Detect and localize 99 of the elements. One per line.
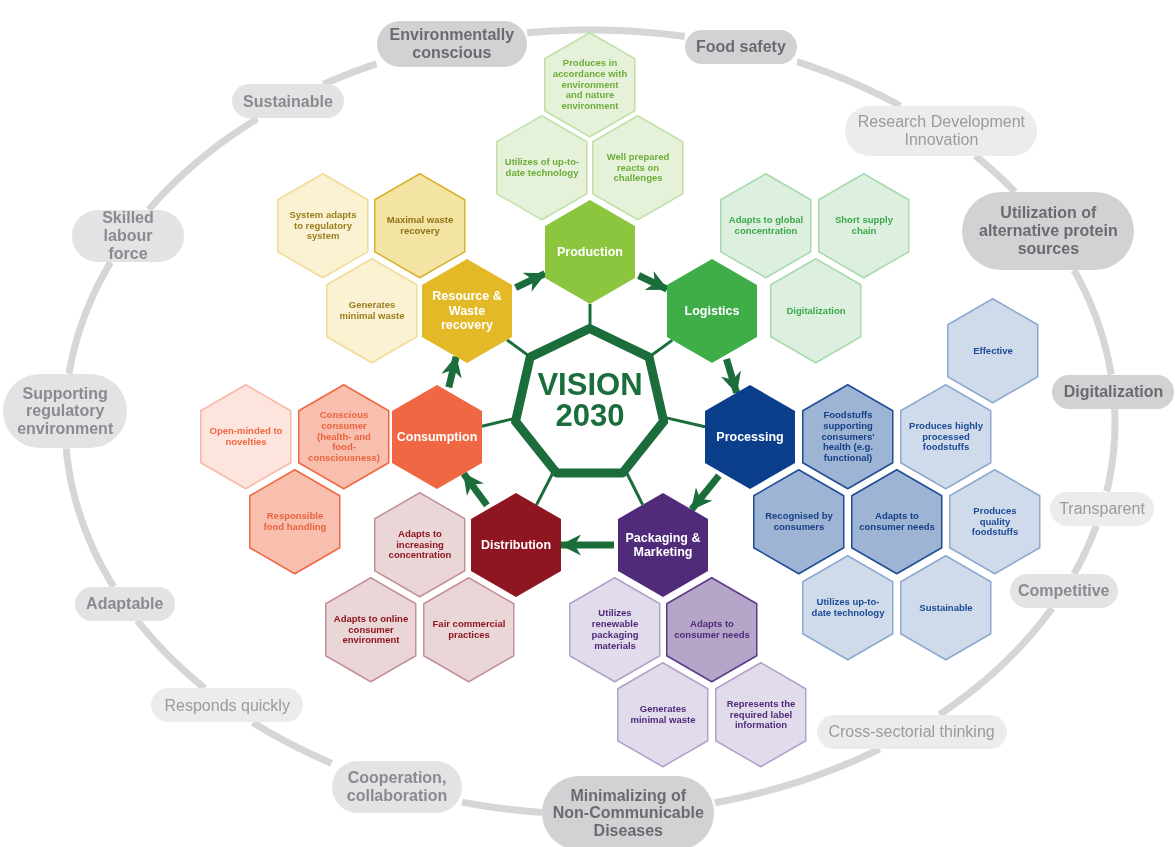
stage-hexagon bbox=[470, 492, 562, 598]
hexagon-label: Responsible food handling bbox=[262, 511, 328, 533]
hexagon-label: Recognised by consumers bbox=[764, 511, 834, 533]
hexagon-label: Distribution bbox=[479, 537, 553, 553]
trait-hexagon bbox=[850, 468, 944, 576]
trait-hexagon bbox=[373, 172, 467, 280]
trait-hexagon bbox=[752, 468, 846, 576]
stage-hexagon bbox=[421, 258, 513, 364]
hexagon-label: Adapts to consumer needs bbox=[674, 619, 750, 641]
ring-segment bbox=[65, 259, 114, 377]
trait-hexagon bbox=[324, 576, 418, 684]
hexagon-label: Maximal waste recovery bbox=[385, 215, 455, 237]
value-pill: Research Development Innovation bbox=[845, 105, 1038, 156]
value-pill: Transparent bbox=[1050, 491, 1154, 526]
hexagon-label: Utilizes of up-to-date technology bbox=[504, 157, 580, 179]
trait-hexagon bbox=[719, 172, 813, 280]
value-pill: Skilled labour force bbox=[72, 209, 184, 262]
hexagon-label: Consumption bbox=[395, 429, 479, 445]
hexagon-label: Adapts to increasing concentration bbox=[387, 528, 453, 562]
arrow bbox=[441, 355, 462, 389]
value-pill: Cross-sectorial thinking bbox=[816, 714, 1007, 749]
trait-hexagon bbox=[199, 383, 293, 491]
hexagon-label: Represents the required label information bbox=[725, 698, 797, 732]
hexagon-label: Conscious consumer (health- and food-consciousness) bbox=[307, 409, 381, 465]
vision-title: VISION 2030 bbox=[536, 369, 644, 432]
hexagon-label: Sustainable bbox=[918, 602, 974, 614]
ring-segment bbox=[249, 719, 335, 767]
value-pill: Cooperation, collaboration bbox=[332, 760, 462, 813]
trait-hexagon bbox=[817, 172, 911, 280]
hexagon-label: Produces quality foodstuffs bbox=[970, 505, 1020, 539]
hexagon-label: Short supply chain bbox=[833, 215, 895, 237]
trait-hexagon bbox=[948, 468, 1042, 576]
hexagon-label: Produces in accordance with environment and nature environment bbox=[552, 57, 628, 113]
trait-hexagon bbox=[665, 576, 759, 684]
value-pill: Utilization of alternative protein sources bbox=[962, 191, 1135, 270]
vision-heptagon bbox=[510, 322, 670, 478]
trait-hexagon bbox=[801, 383, 895, 491]
trait-hexagon bbox=[899, 554, 993, 662]
arrow bbox=[460, 471, 490, 508]
hexagon-label: Digitalization bbox=[785, 305, 847, 317]
arrow bbox=[720, 358, 741, 394]
hexagon-label: Resource & Waste recovery bbox=[431, 289, 503, 333]
hexagon-label: Production bbox=[556, 244, 624, 260]
hexagon-label: Generates minimal waste bbox=[338, 300, 406, 322]
value-pill: Responds quickly bbox=[151, 688, 304, 723]
trait-hexagon bbox=[616, 661, 710, 769]
trait-hexagon bbox=[422, 576, 516, 684]
hexagon-label: Adapts to consumer needs bbox=[859, 511, 935, 533]
hexagon-label: Processing bbox=[715, 429, 785, 445]
trait-hexagon bbox=[714, 661, 808, 769]
trait-hexagon bbox=[297, 383, 391, 491]
trait-hexagon bbox=[769, 257, 863, 365]
value-pill: Digitalization bbox=[1052, 374, 1175, 409]
stage-hexagon bbox=[704, 384, 796, 490]
trait-hexagon bbox=[373, 491, 467, 599]
trait-hexagon bbox=[591, 114, 685, 222]
value-pill: Sustainable bbox=[231, 84, 344, 119]
hexagon-label: Well prepared reacts on challenges bbox=[605, 151, 671, 185]
stage-hexagon bbox=[666, 258, 758, 364]
ring-segment bbox=[794, 58, 904, 109]
ring-segment bbox=[145, 115, 261, 213]
hexagon-label: Effective bbox=[972, 345, 1014, 357]
trait-hexagon bbox=[801, 554, 895, 662]
hexagon-label: Utilizes renewable packaging materials bbox=[590, 608, 640, 652]
value-pill: Supporting regulatory environment bbox=[3, 374, 128, 448]
hexagon-label: Utilizes up-to-date technology bbox=[810, 597, 886, 619]
ring-segment bbox=[1070, 267, 1115, 378]
ring-segment bbox=[936, 605, 1056, 718]
ring-segment bbox=[524, 26, 688, 40]
ring-segment bbox=[62, 445, 117, 590]
value-pill: Competitive bbox=[1009, 573, 1118, 608]
arrow bbox=[688, 473, 722, 512]
trait-hexagon bbox=[946, 297, 1040, 405]
value-pill: Food safety bbox=[684, 29, 797, 64]
trait-hexagon bbox=[325, 257, 419, 365]
hexagon-label: Logistics bbox=[683, 303, 741, 319]
value-pill: Adaptable bbox=[74, 586, 175, 621]
hexagon-label: Packaging & Marketing bbox=[624, 530, 702, 560]
trait-hexagon bbox=[899, 383, 993, 491]
hexagon-label: Adapts to global concentration bbox=[728, 215, 804, 237]
hexagon-label: Produces highly processed foodstuffs bbox=[908, 420, 984, 454]
trait-hexagon bbox=[495, 114, 589, 222]
hexagon-label: Fair commercial practices bbox=[431, 619, 507, 641]
hexagon-label: Foodstuffs supporting consumers' health (e.g. functional) bbox=[820, 409, 876, 465]
trait-hexagon bbox=[248, 468, 342, 576]
arrow bbox=[637, 271, 669, 293]
arrow bbox=[514, 270, 547, 292]
value-pill: Minimalizing of Non-Communicable Diseases bbox=[542, 775, 715, 847]
stage-hexagon bbox=[617, 492, 709, 598]
hexagon-label: Open-minded to novelties bbox=[208, 426, 284, 448]
hexagon-label: System adapts to regulatory system bbox=[288, 209, 358, 243]
hexagon-label: Generates minimal waste bbox=[629, 704, 697, 726]
stage-hexagon bbox=[544, 199, 636, 305]
hexagon-label: Adapts to online consumer environment bbox=[333, 613, 409, 647]
trait-hexagon bbox=[568, 576, 662, 684]
stage-hexagon bbox=[391, 384, 483, 490]
value-pill: Environmentally conscious bbox=[376, 20, 527, 67]
trait-hexagon bbox=[276, 172, 370, 280]
ring-segment bbox=[1103, 406, 1119, 495]
